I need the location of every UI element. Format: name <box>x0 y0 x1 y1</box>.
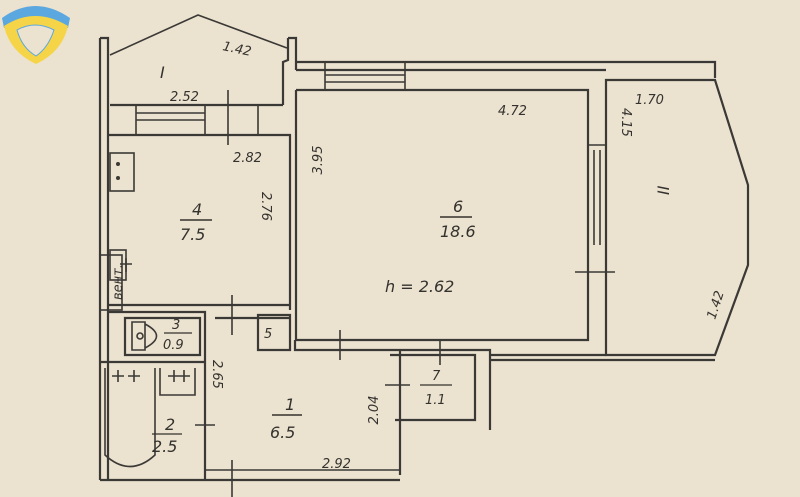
kitchen <box>108 133 292 310</box>
hallway <box>195 295 715 497</box>
dim-hall-width: 2.92 <box>322 457 351 472</box>
dim-balcony2-slant: 1.42 <box>705 289 728 321</box>
dim-room6-width: 4.72 <box>498 104 527 119</box>
room-label-4: 4 <box>192 200 202 219</box>
room-label-2: 2 <box>165 415 175 434</box>
dim-hall-depth: 2.04 <box>367 396 382 425</box>
room-area-1: 6.5 <box>270 423 295 442</box>
dim-kitchen-depth: 2.76 <box>258 192 273 221</box>
logo-icon <box>2 6 70 64</box>
dim-balcony1-top: 1.42 <box>221 39 252 60</box>
room-label-I: I <box>160 63 165 82</box>
balcony-1 <box>98 14 298 480</box>
room-label-6: 6 <box>453 197 463 216</box>
room-area-6: 18.6 <box>440 222 476 241</box>
room-area-2: 2.5 <box>152 437 177 456</box>
dim-kitchen-width: 2.82 <box>233 151 262 166</box>
room-label-5: 5 <box>264 327 272 342</box>
vent-label: вент. <box>111 264 126 300</box>
bathroom <box>99 254 400 482</box>
dim-balcony2-side: 4.15 <box>618 108 633 137</box>
room-label-7: 7 <box>432 369 441 384</box>
living-room <box>294 60 717 342</box>
room-area-7: 1.1 <box>425 393 446 408</box>
ceiling-height: h = 2.62 <box>385 277 454 296</box>
dim-balcony2-top: 1.70 <box>635 93 664 108</box>
dim-balcony1-bottom: 2.52 <box>170 90 199 105</box>
room-label-1: 1 <box>285 395 295 414</box>
dim-room6-depth: 3.95 <box>311 146 326 175</box>
room-label-II: II <box>654 185 673 195</box>
room-area-4: 7.5 <box>180 225 205 244</box>
room-label-3: 3 <box>172 318 180 333</box>
room-area-3: 0.9 <box>163 338 184 353</box>
dim-bath-height: 2.65 <box>209 360 224 389</box>
